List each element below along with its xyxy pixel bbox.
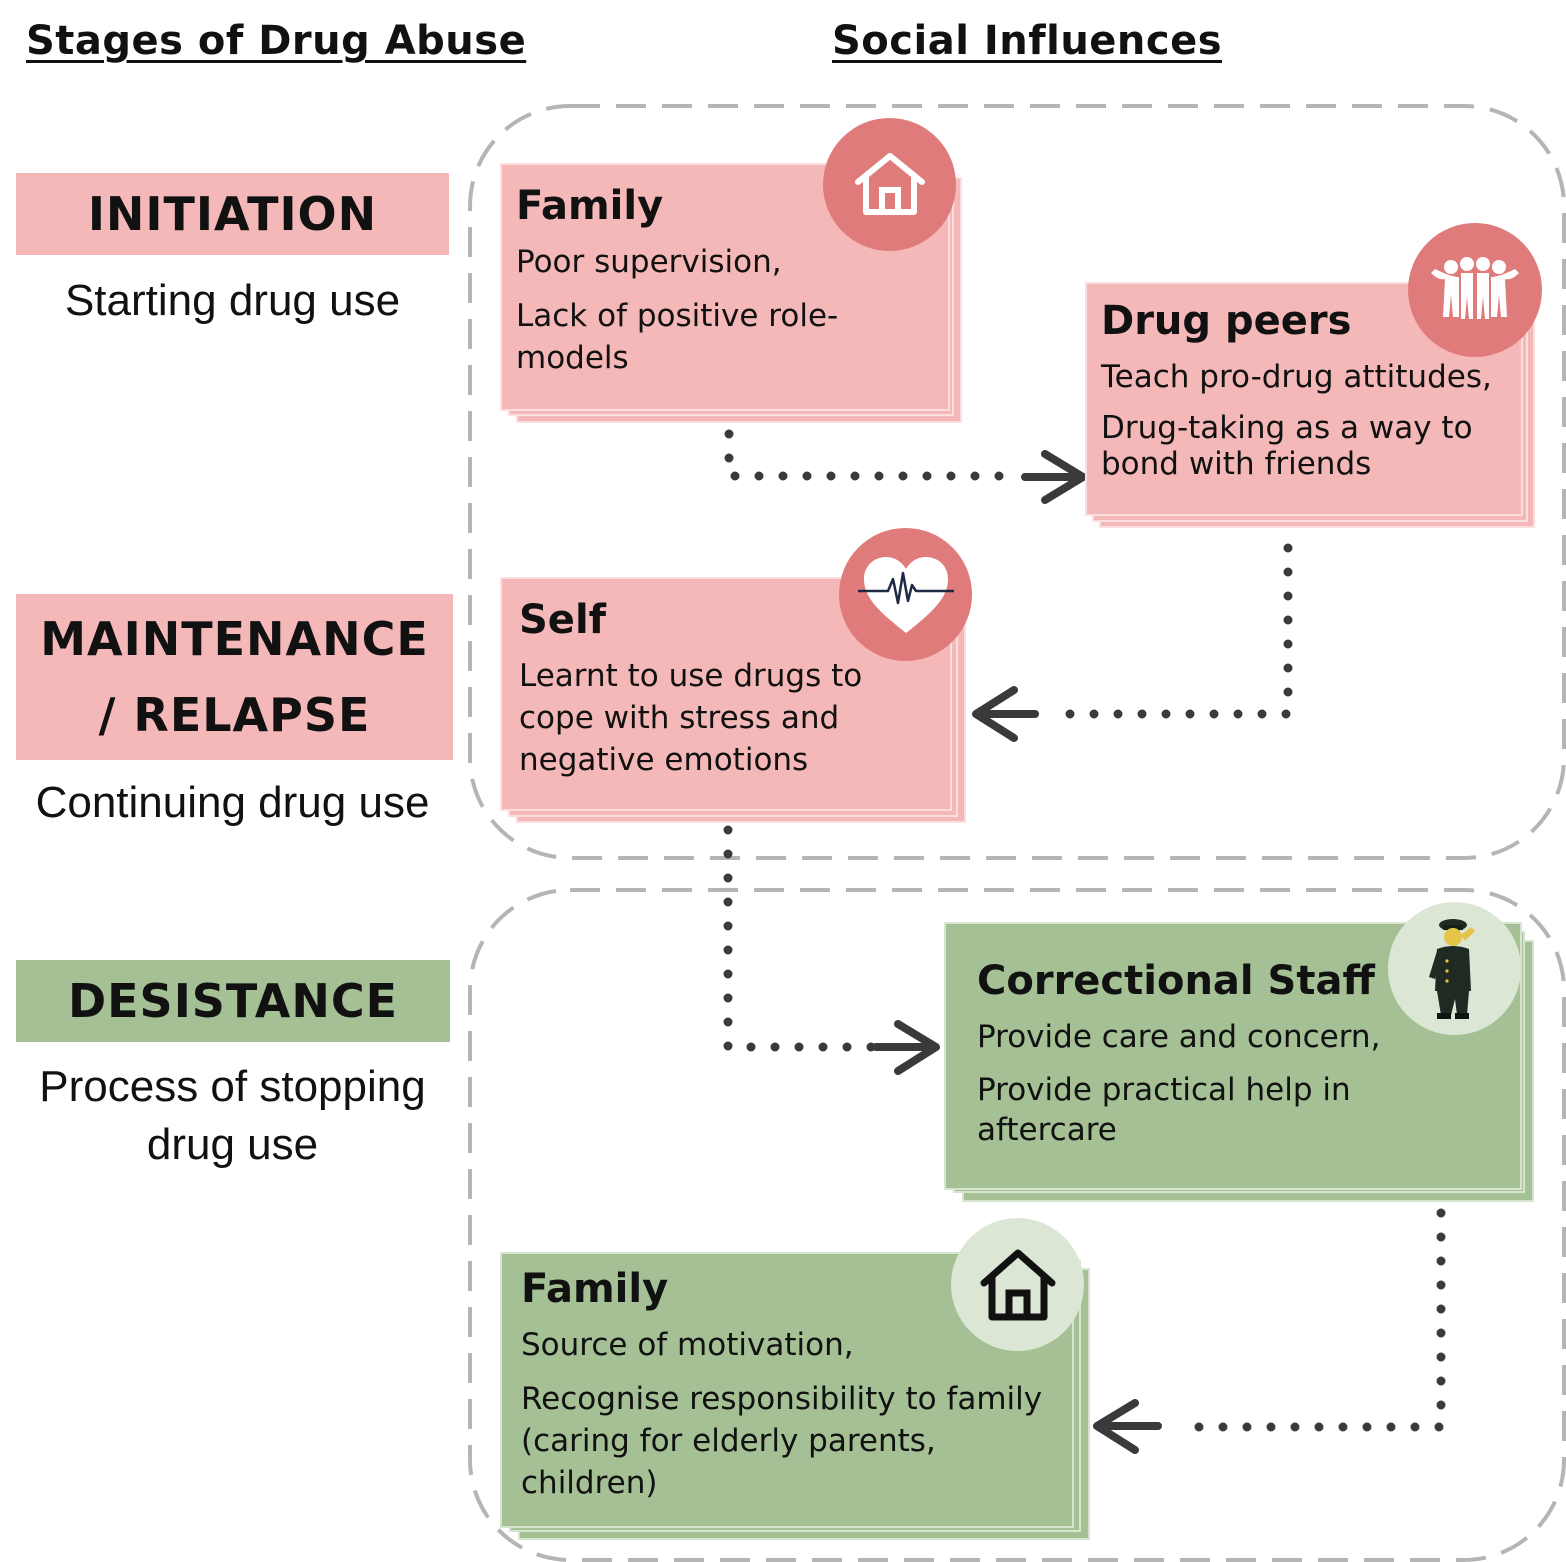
stage-initiation-label: INITIATION [87,187,378,241]
stage-desistance-box: DESISTANCE [16,960,450,1042]
stage-maintenance-label-2: / RELAPSE [98,688,371,742]
card-family-initiation-line2: Lack of positive role-models [516,298,839,376]
arrowhead-to-staff [872,1020,940,1075]
stages-heading: Stages of Drug Abuse [26,18,527,64]
card-self-title: Self [519,597,607,643]
influences-heading: Social Influences [832,18,1223,64]
saluting-officer-icon [1388,902,1521,1035]
stage-desistance-label: DESISTANCE [67,974,399,1028]
connector-peers-to-self [1043,543,1293,719]
stage-desistance-description: Process of stopping drug use [16,1058,449,1174]
stage-maintenance-box: MAINTENANCE / RELAPSE [16,594,453,760]
card-drug-peers-line2: Drug-taking as a way to bond with friend… [1101,410,1473,482]
arrowhead-to-peers [1021,450,1087,504]
house-icon [823,118,956,251]
connector-self-to-staff [723,825,877,1052]
heartbeat-icon [839,528,972,661]
card-family-desistance-line2: Recognise responsibility to family (cari… [521,1381,1043,1501]
card-correctional-staff-line2: Provide practical help in aftercare [977,1072,1351,1148]
connector-family-to-peers [724,405,1005,481]
initiation-maintenance-group-border [468,104,1566,860]
card-family-initiation: Family Poor supervision, Lack of positiv… [500,163,964,425]
card-family-initiation-line1: Poor supervision, [516,244,782,280]
connector-staff-to-family [1171,1208,1446,1432]
card-self: Self Learnt to use drugs to cope with st… [500,577,968,825]
stage-maintenance-label-1: MAINTENANCE [40,612,429,666]
card-family-desistance: Family Source of motivation, Recognise r… [500,1252,1092,1542]
card-self-line1: Learnt to use drugs to cope with stress … [519,658,863,778]
desistance-group-border [468,888,1566,1562]
card-family-desistance-line1: Source of motivation, [521,1327,854,1363]
card-drug-peers-title: Drug peers [1101,298,1352,344]
house-icon [951,1218,1084,1351]
group-people-icon [1408,223,1542,357]
stage-desistance-description-2: drug use [146,1120,319,1169]
card-family-initiation-title: Family [516,183,664,229]
stage-desistance-description-1: Process of stopping [39,1062,426,1111]
stage-initiation-box: INITIATION [16,173,449,255]
card-correctional-staff-title: Correctional Staff [977,958,1375,1004]
card-family-desistance-title: Family [521,1266,669,1312]
stage-maintenance-description: Continuing drug use [35,778,430,827]
arrowhead-to-family [1093,1399,1162,1454]
card-correctional-staff-line1: Provide care and concern, [977,1019,1381,1055]
arrowhead-to-self [972,686,1039,742]
card-drug-peers-line1: Teach pro-drug attitudes, [1101,359,1492,395]
stage-initiation-description: Starting drug use [64,276,401,325]
